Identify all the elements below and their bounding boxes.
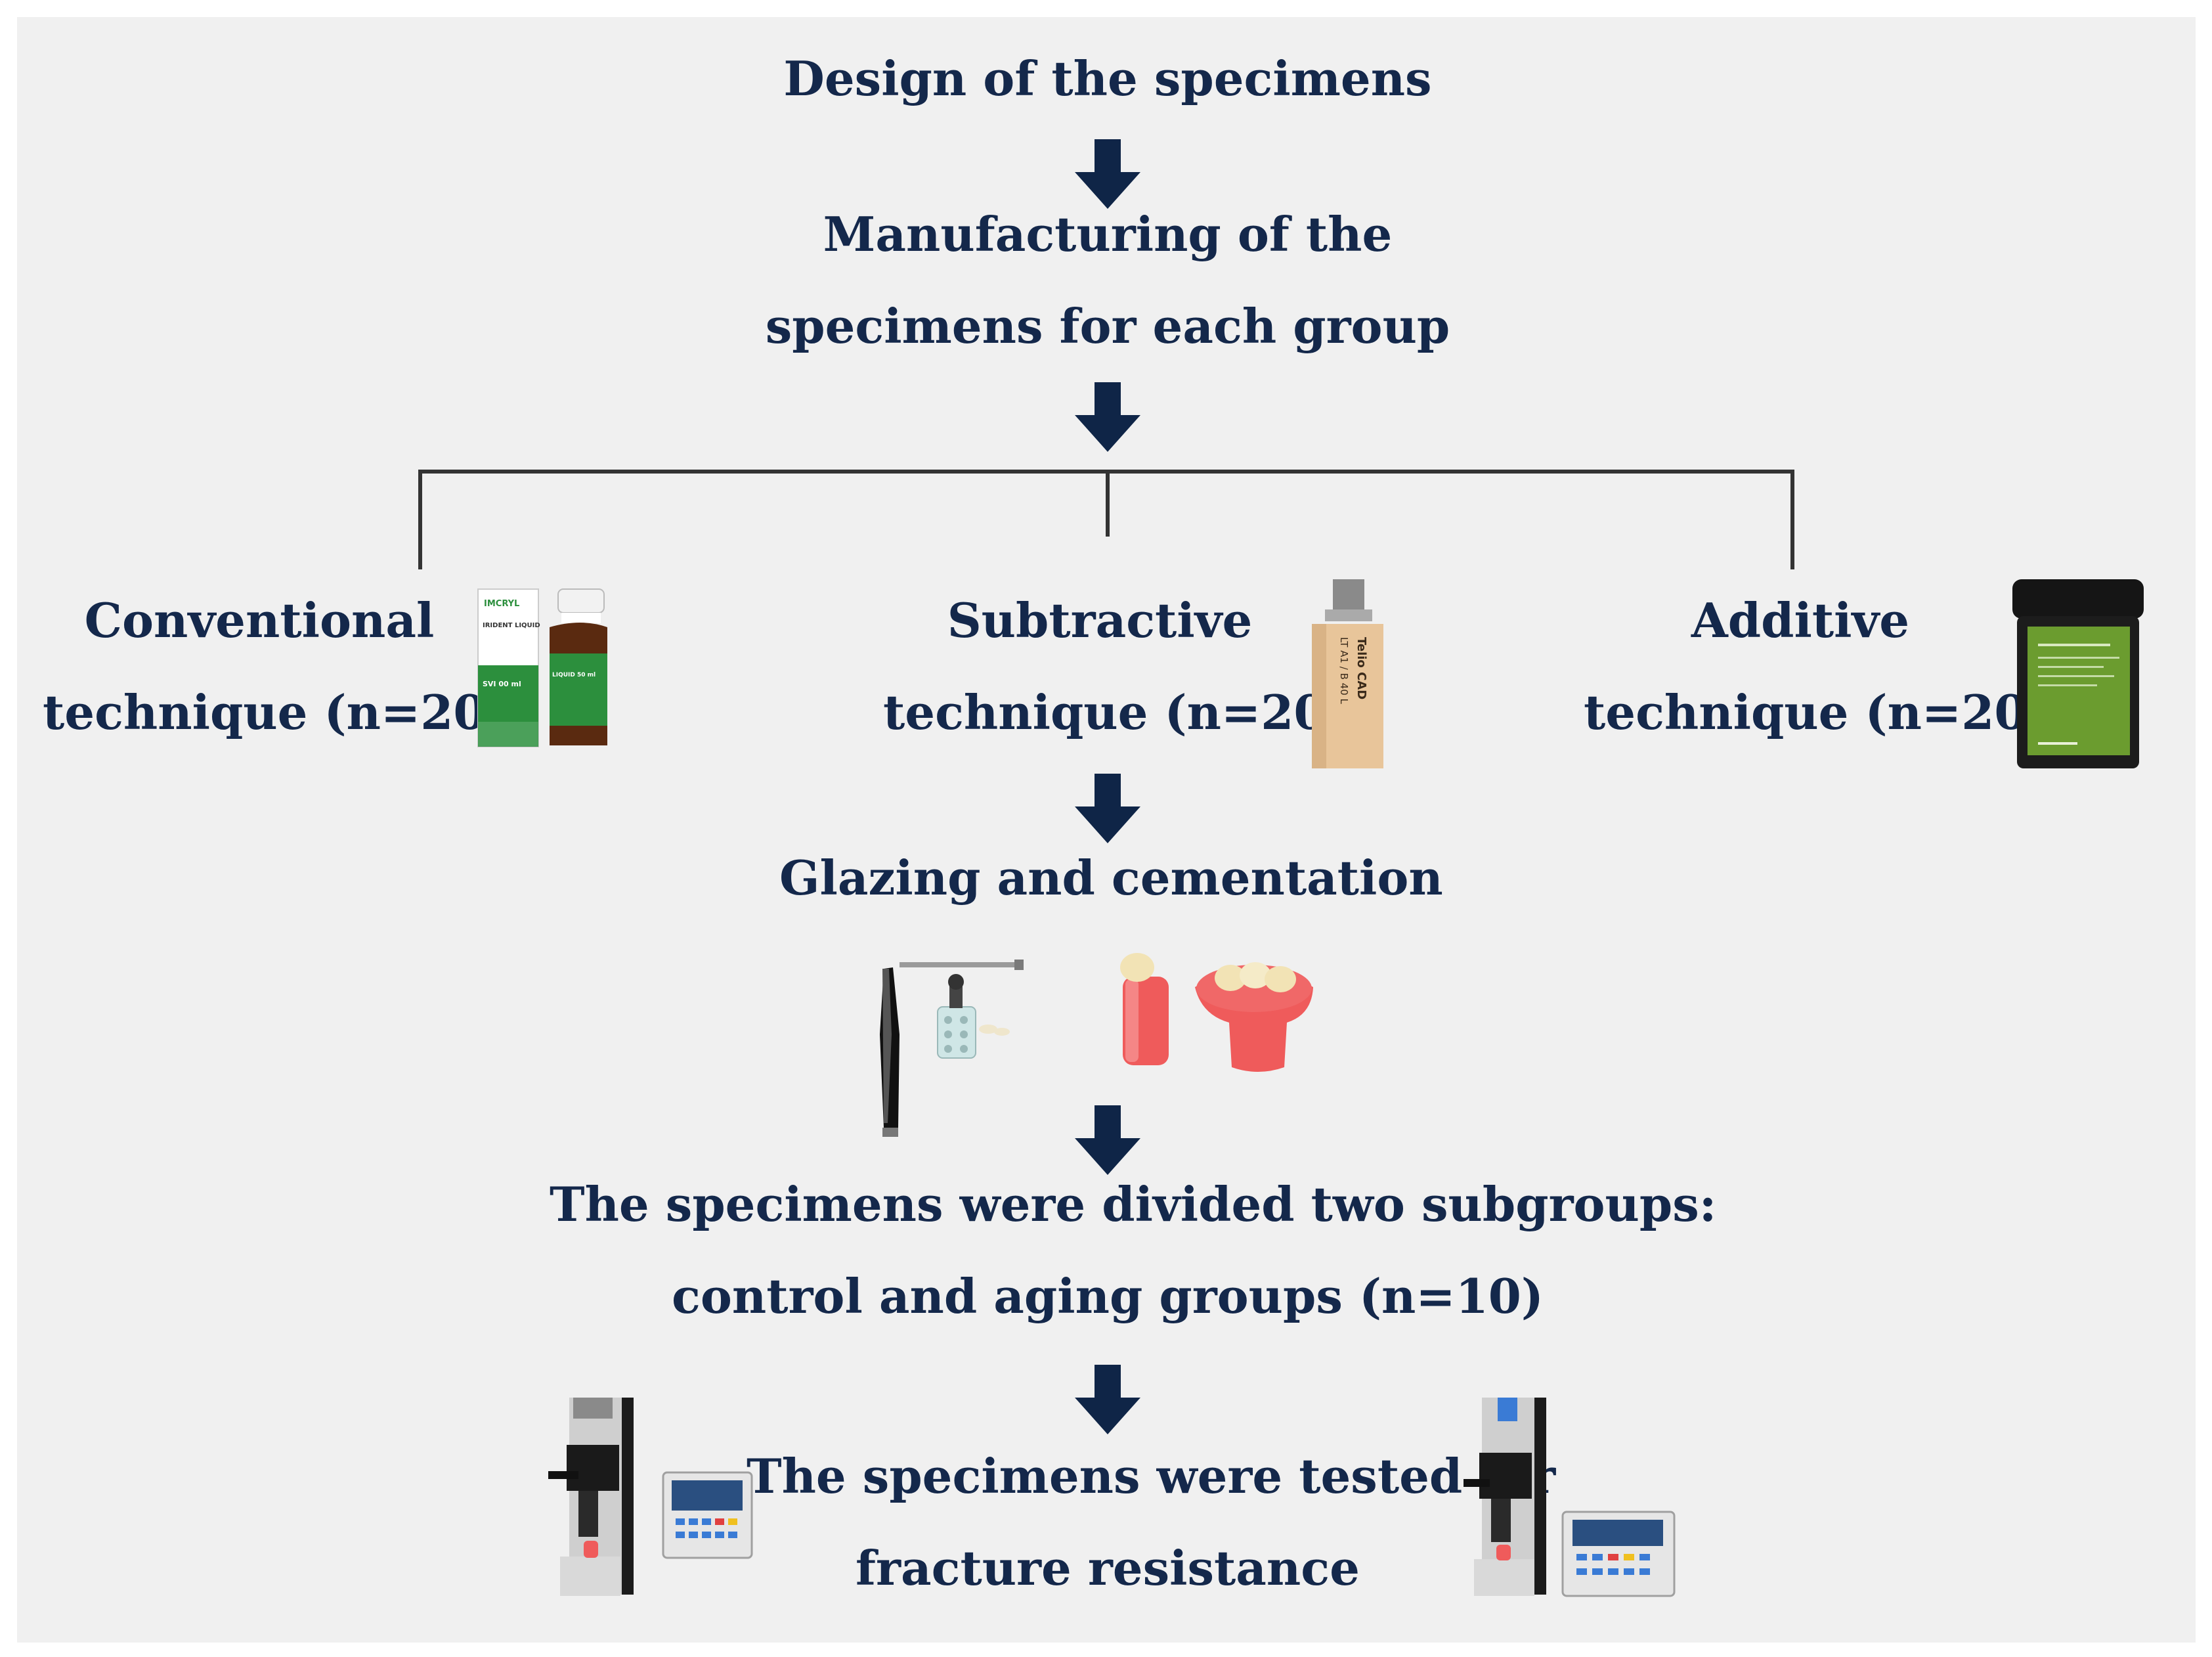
imcryl-liquid-label: LIQUID 50 ml — [552, 672, 596, 678]
cemented-crowns-icon — [1120, 953, 1313, 1072]
group-subtractive-line-1: Subtractive — [947, 592, 1253, 648]
step-divided-line-2: control and aging groups (n=10) — [672, 1268, 1544, 1324]
down-arrow-icon — [1075, 1365, 1140, 1434]
step-divided: The specimens were divided two subgroups… — [550, 1159, 1717, 1342]
step-tested-line-1: The specimens were tested for — [747, 1448, 1556, 1504]
imcryl-name-label: IRIDENT LIQUID — [483, 622, 540, 629]
telio-cad-label: Telio CAD — [1355, 637, 1368, 699]
testing-machine-icon — [1464, 1398, 1676, 1597]
step-tested-line-2: fracture resistance — [856, 1540, 1360, 1596]
down-arrow-icon — [1075, 382, 1140, 452]
step-glazing-text: Glazing and cementation — [779, 850, 1443, 906]
resin-jar-icon — [2012, 579, 2144, 768]
cad-block-icon: Telio CAD LT A1 / B 40 L — [1312, 579, 1383, 768]
group-additive: Additive technique (n=20) — [1584, 575, 2050, 759]
step-manufacturing: Manufacturing of the specimens for each … — [747, 188, 1469, 372]
testing-machine-icon — [548, 1398, 753, 1596]
down-arrow-icon — [1075, 139, 1140, 209]
imcryl-brand-label: IMCRYL — [484, 599, 519, 609]
curing-light-icon — [880, 960, 1024, 1137]
imcryl-volume-label: SVI 00 ml — [483, 680, 521, 688]
group-additive-line-2: technique (n=20) — [1584, 684, 2050, 740]
group-additive-line-1: Additive — [1691, 592, 1910, 648]
step-manufacturing-line-1: Manufacturing of the — [823, 206, 1393, 262]
down-arrow-icon — [1075, 774, 1140, 843]
group-subtractive: Subtractive technique (n=20) — [883, 575, 1349, 759]
group-conventional-line-2: technique (n=20) — [43, 684, 509, 740]
step-design: Design of the specimens — [779, 33, 1436, 125]
resin-liquid-bottles-icon: IMCRYL IRIDENT LIQUID SVI 00 ml LIQUID 5… — [477, 588, 607, 747]
group-conventional: Conventional technique (n=20) — [43, 575, 509, 759]
telio-shade-label: LT A1 / B 40 L — [1338, 637, 1350, 705]
step-glazing: Glazing and cementation — [779, 832, 1443, 924]
step-design-text: Design of the specimens — [783, 51, 1432, 106]
branch-connector — [418, 470, 1794, 569]
step-manufacturing-line-2: specimens for each group — [765, 298, 1450, 354]
down-arrow-icon — [1075, 1105, 1140, 1175]
step-tested: The specimens were tested for fracture r… — [747, 1430, 1556, 1614]
group-subtractive-line-2: technique (n=20) — [883, 684, 1349, 740]
step-divided-line-1: The specimens were divided two subgroups… — [550, 1176, 1717, 1232]
group-conventional-line-1: Conventional — [84, 592, 435, 648]
